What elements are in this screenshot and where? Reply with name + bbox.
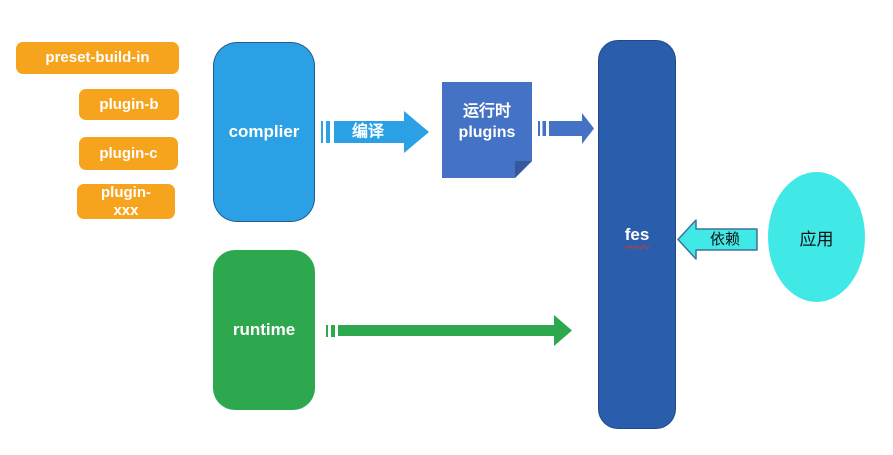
runtime-node: runtime bbox=[213, 250, 315, 410]
plugin-chip-label: plugin-b bbox=[99, 95, 159, 113]
runtime-plugins-node: 运行时 plugins bbox=[442, 82, 532, 178]
plugin-chip-plugin-xxx: plugin- xxx bbox=[77, 184, 175, 219]
arrow-stripe bbox=[326, 325, 328, 337]
plugin-chip-plugin-b: plugin-b bbox=[79, 89, 179, 120]
arrow-stripe bbox=[321, 121, 323, 143]
arrow-body bbox=[549, 113, 594, 144]
arrow-stripe bbox=[538, 121, 540, 136]
app-ellipse: 应用 bbox=[768, 172, 865, 302]
plugin-chip-label: preset-build-in bbox=[45, 49, 150, 67]
arrow-stripe bbox=[326, 121, 330, 143]
runtime-node-label: runtime bbox=[232, 320, 296, 339]
compiler-node-label: complier bbox=[228, 122, 300, 141]
arrow-body bbox=[677, 219, 758, 260]
arrow-body bbox=[334, 111, 429, 153]
app-ellipse-label: 应用 bbox=[799, 229, 834, 249]
compile-arrow: 编译 bbox=[321, 111, 429, 153]
compile-arrow-label: 编译 bbox=[352, 122, 385, 141]
plugin-chip-label: plugin- xxx bbox=[101, 184, 151, 219]
depends-arrow-label: 依赖 bbox=[710, 231, 740, 248]
plugin-chip-label: plugin-c bbox=[99, 144, 158, 162]
depends-arrow: 依赖 bbox=[677, 219, 758, 260]
runtime-plugins-label: 运行时 plugins bbox=[458, 103, 516, 141]
arrow-body bbox=[338, 315, 572, 346]
plugin-chip-preset-build-in: preset-build-in bbox=[16, 42, 179, 74]
fes-node-label: fes bbox=[624, 224, 650, 244]
compiler-node: complier bbox=[213, 42, 315, 222]
plugin-chip-plugin-c: plugin-c bbox=[79, 137, 178, 170]
arrow-stripe bbox=[542, 121, 546, 136]
fes-node: fes bbox=[598, 40, 676, 429]
arrow-stripe bbox=[331, 325, 335, 337]
runtime-to-fes-arrow bbox=[326, 315, 572, 346]
plugins-to-fes-arrow bbox=[538, 113, 594, 144]
